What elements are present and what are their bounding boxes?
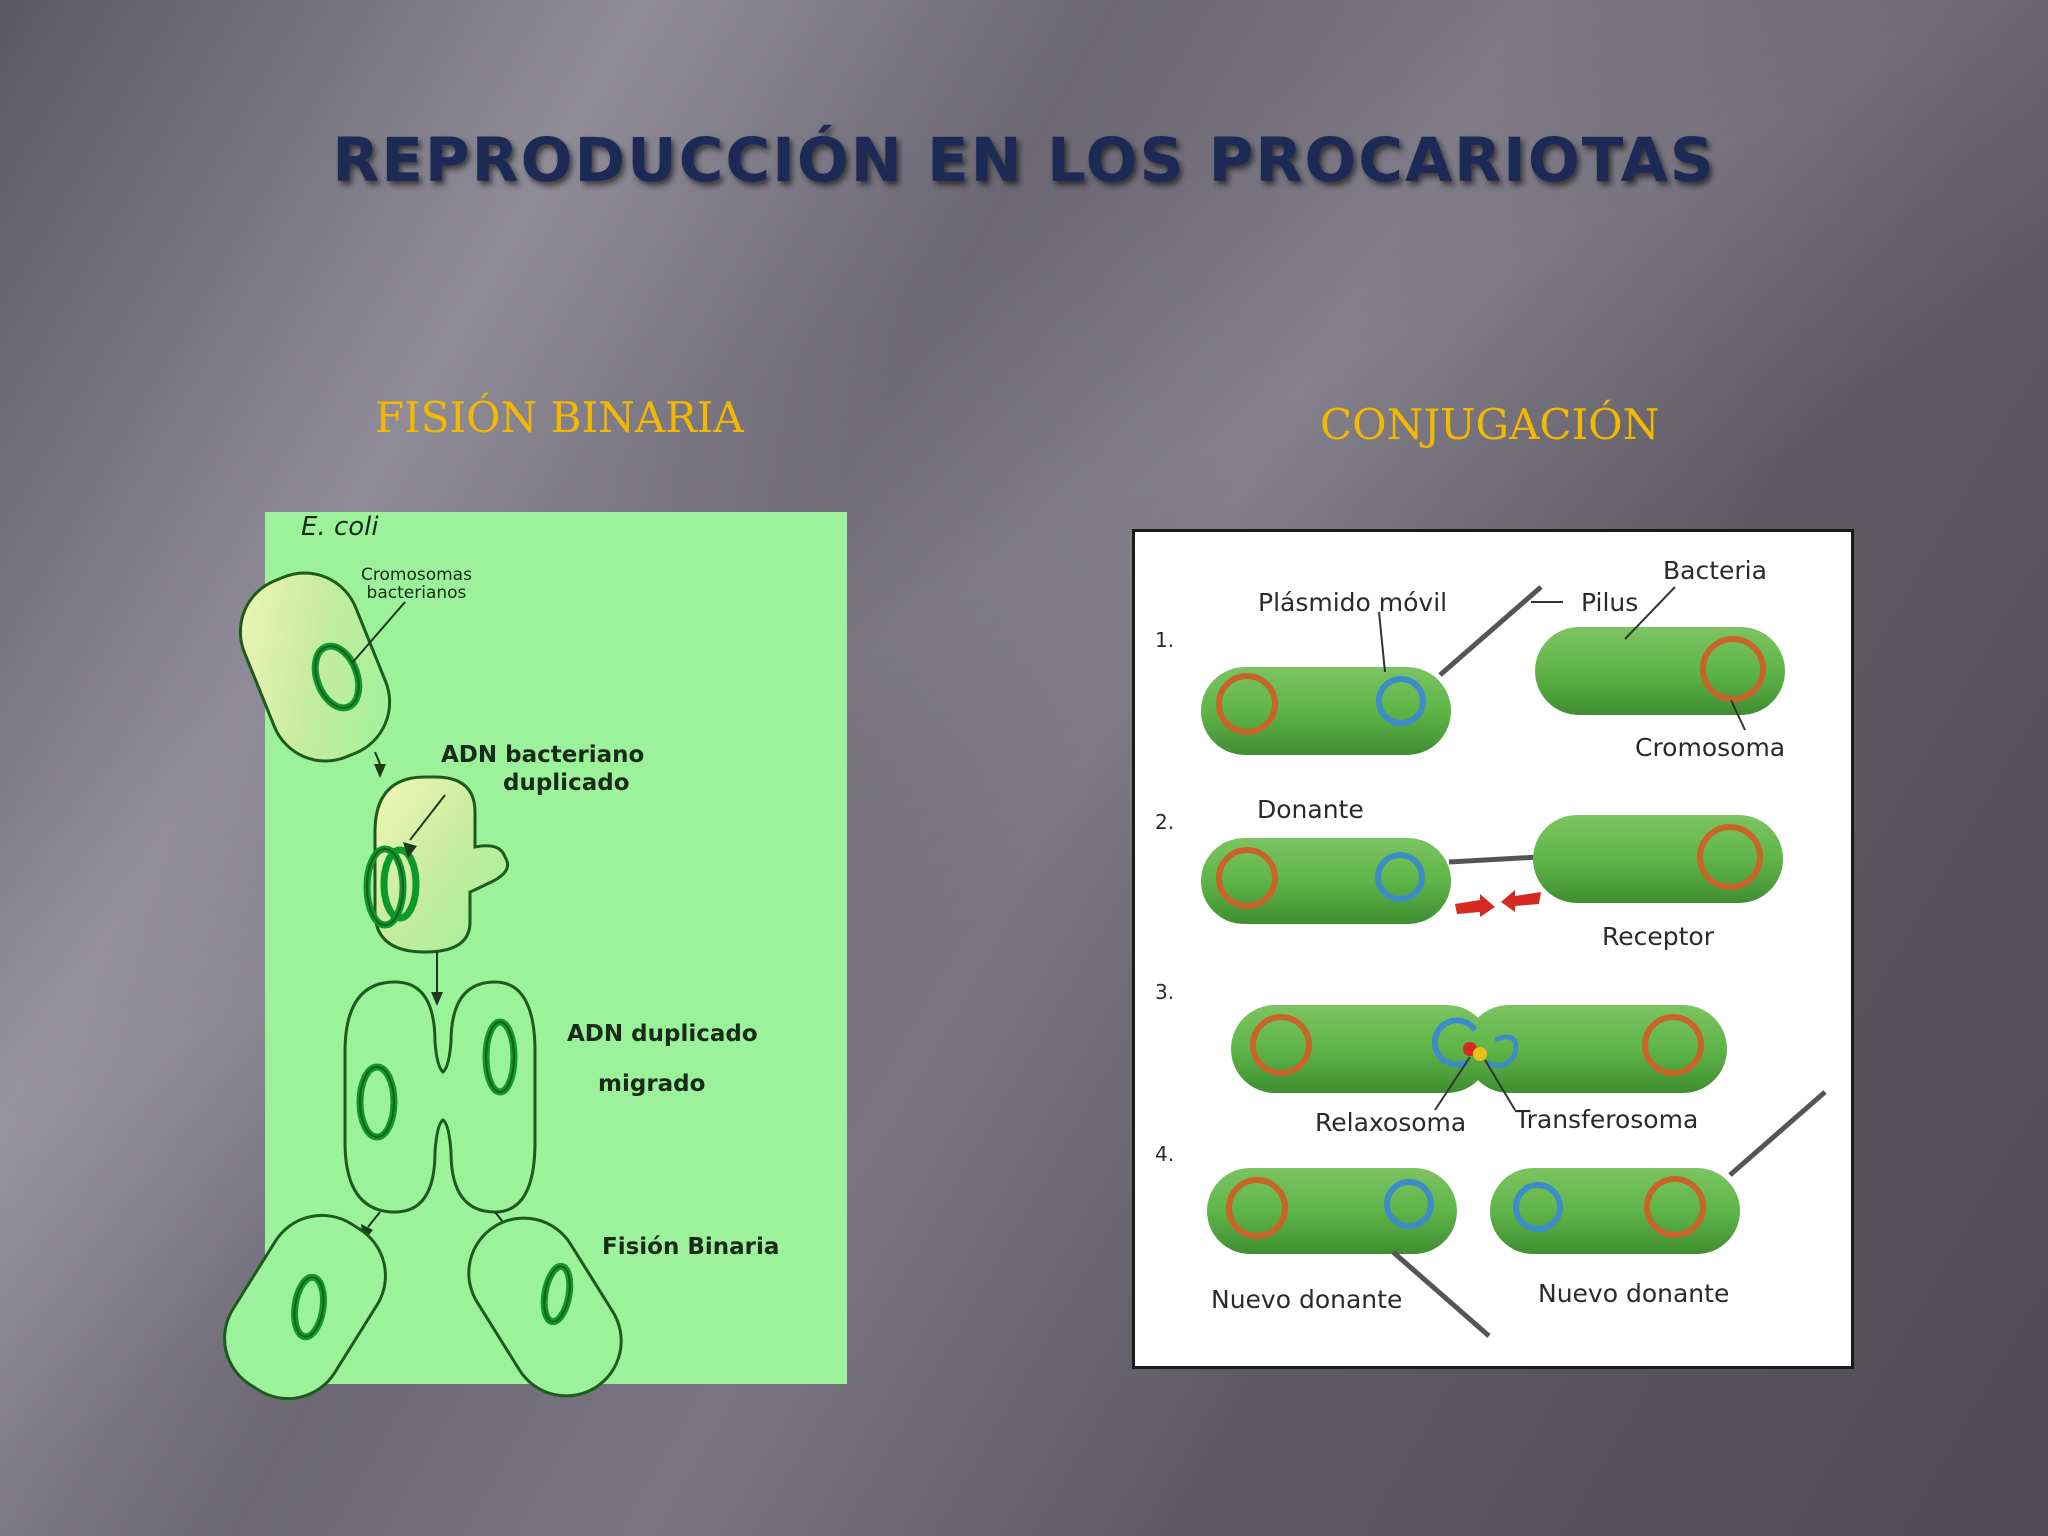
nuevo-donante-right-label: Nuevo donante [1538, 1279, 1730, 1308]
step2-receptor [1533, 815, 1783, 903]
cell-initial [238, 571, 406, 763]
fision-drawing [223, 571, 623, 1401]
cromosomas-label: Cromosomas bacterianos [361, 565, 472, 603]
step-4-number: 4. [1155, 1142, 1175, 1166]
migrado-label: migrado [598, 1071, 706, 1097]
cell-duplicating [363, 775, 510, 954]
adn-duplicado-label: ADN duplicado [567, 1021, 758, 1047]
step4-new-donor-left [1207, 1168, 1491, 1338]
conjugacion-drawing [1201, 585, 1827, 1338]
donante-label: Donante [1257, 795, 1364, 824]
cromosoma-label: Cromosoma [1635, 733, 1786, 762]
slide-title: REPRODUCCIÓN EN LOS PROCARIOTAS [332, 125, 1716, 196]
step1-bacteria [1535, 586, 1785, 731]
conjugacion-diagram: 1. 2. 3. 4. Plásmido móvil Pilus Bacteri… [1132, 529, 1854, 1369]
arrow-left-icon [1501, 890, 1541, 912]
daughter-cell-right [467, 1216, 623, 1398]
plasmido-label: Plásmido móvil [1258, 588, 1448, 617]
step1-donor [1201, 585, 1563, 755]
fision-heading: FISIÓN BINARIA [375, 393, 744, 442]
step3-conjugating [1231, 1005, 1727, 1111]
cell-dividing [343, 980, 537, 1214]
adn-bacteriano-label: ADN bacteriano [441, 742, 645, 768]
relaxosoma-label: Relaxosoma [1315, 1108, 1467, 1137]
bacteria-label: Bacteria [1663, 556, 1767, 585]
nuevo-donante-left-label: Nuevo donante [1211, 1285, 1403, 1314]
step2-donor [1201, 838, 1540, 924]
conjugacion-heading: CONJUGACIÓN [1320, 400, 1660, 449]
fision-binaria-label: Fisión Binaria [602, 1234, 780, 1260]
fision-diagram: E. coli Cromosomas bacterianos ADN bacte… [223, 512, 847, 1401]
transferosoma-label: Transferosoma [1515, 1105, 1699, 1134]
receptor-label: Receptor [1602, 922, 1714, 951]
arrow-right-icon [1455, 894, 1495, 917]
ecoli-label: E. coli [301, 512, 379, 542]
step-1-number: 1. [1155, 628, 1175, 652]
duplicado-label: duplicado [503, 770, 630, 796]
step-3-number: 3. [1155, 980, 1175, 1004]
pilus-label: Pilus [1581, 588, 1639, 617]
daughter-cell-left [223, 1213, 387, 1401]
step4-new-donor-right [1490, 1090, 1827, 1254]
step-2-number: 2. [1155, 810, 1175, 834]
